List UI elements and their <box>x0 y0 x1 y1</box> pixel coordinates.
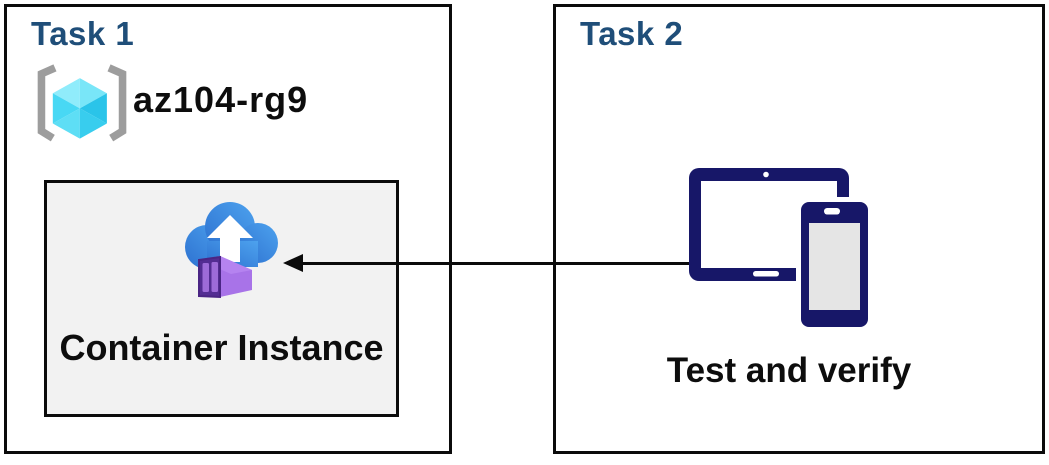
task1-box: Task 1 az104-rg9 <box>4 4 452 454</box>
task2-title: Task 2 <box>580 15 684 52</box>
task2-box: Task 2 Test and verify <box>553 4 1045 454</box>
task1-title: Task 1 <box>31 15 135 52</box>
container-instance-label: Container Instance <box>59 327 384 368</box>
arrow-head-left-icon <box>283 254 303 272</box>
resource-group-name: az104-rg9 <box>133 79 309 120</box>
container-instance-icon <box>185 202 278 299</box>
test-verify-label: Test and verify <box>666 351 912 390</box>
devices-icon <box>689 168 872 332</box>
container-instance-box: Container Instance <box>44 180 399 417</box>
arrow-line <box>298 262 689 265</box>
resource-group-icon <box>37 64 127 142</box>
